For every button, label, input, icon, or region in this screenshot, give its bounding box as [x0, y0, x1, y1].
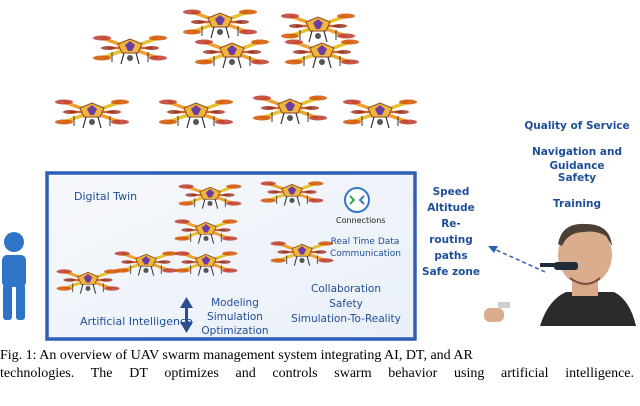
- collab-line: Safety: [329, 298, 363, 310]
- figure-caption: Fig. 1: An overview of UAV swarm managem…: [0, 347, 634, 383]
- service-list: Quality of Service Navigation and Guidan…: [514, 119, 640, 223]
- ai-label: Artificial Intelligence: [80, 315, 193, 328]
- modeling-line: Simulation: [207, 311, 263, 323]
- swarm-top: [53, 7, 419, 130]
- flight-info-item: Safe zone: [422, 266, 480, 278]
- flight-info-item: Altitude: [427, 202, 475, 214]
- caption-line: technologies. The DT optimizes and contr…: [0, 366, 634, 381]
- drone: [157, 97, 235, 130]
- drone: [279, 11, 357, 44]
- connections-label: Connections: [336, 216, 386, 225]
- flight-info-list: Speed Altitude Re-routing paths Safe zon…: [420, 184, 482, 280]
- connections-icon: [344, 187, 370, 213]
- service-item: Quality of Service: [524, 120, 630, 132]
- drone: [91, 33, 169, 66]
- communication-line: Communication: [330, 249, 401, 259]
- modeling-text: Modeling Simulation Optimization: [200, 296, 270, 338]
- digital-twin-label: Digital Twin: [74, 190, 138, 203]
- dashed-arrow: [488, 246, 546, 273]
- drone: [193, 37, 271, 70]
- collab-line: Simulation-To-Reality: [291, 313, 401, 325]
- realtime-communication-text: Real Time Data Communication: [330, 236, 401, 260]
- service-item: Safety: [557, 172, 597, 184]
- flight-info-item: paths: [434, 250, 468, 262]
- collaboration-text: Collaboration Safety Simulation-To-Reali…: [290, 282, 402, 327]
- drone: [181, 7, 259, 40]
- drone: [251, 93, 329, 126]
- flight-info-item: Speed: [432, 186, 470, 198]
- realtime-line: Real Time Data: [330, 237, 400, 247]
- flight-info-item: Re-routing: [429, 218, 473, 246]
- drone: [53, 97, 131, 130]
- service-item: Training: [553, 198, 601, 210]
- modeling-line: Optimization: [201, 325, 269, 337]
- caption-line: Fig. 1: An overview of UAV swarm managem…: [0, 348, 473, 363]
- operator-icon: [2, 232, 26, 320]
- modeling-line: Modeling: [211, 297, 259, 309]
- service-item: Navigation and Guidance: [532, 146, 622, 172]
- ar-user-figure: [484, 223, 636, 326]
- collab-line: Collaboration: [311, 283, 381, 295]
- double-arrow-icon: [180, 297, 193, 333]
- drone: [341, 97, 419, 130]
- drone: [283, 37, 361, 70]
